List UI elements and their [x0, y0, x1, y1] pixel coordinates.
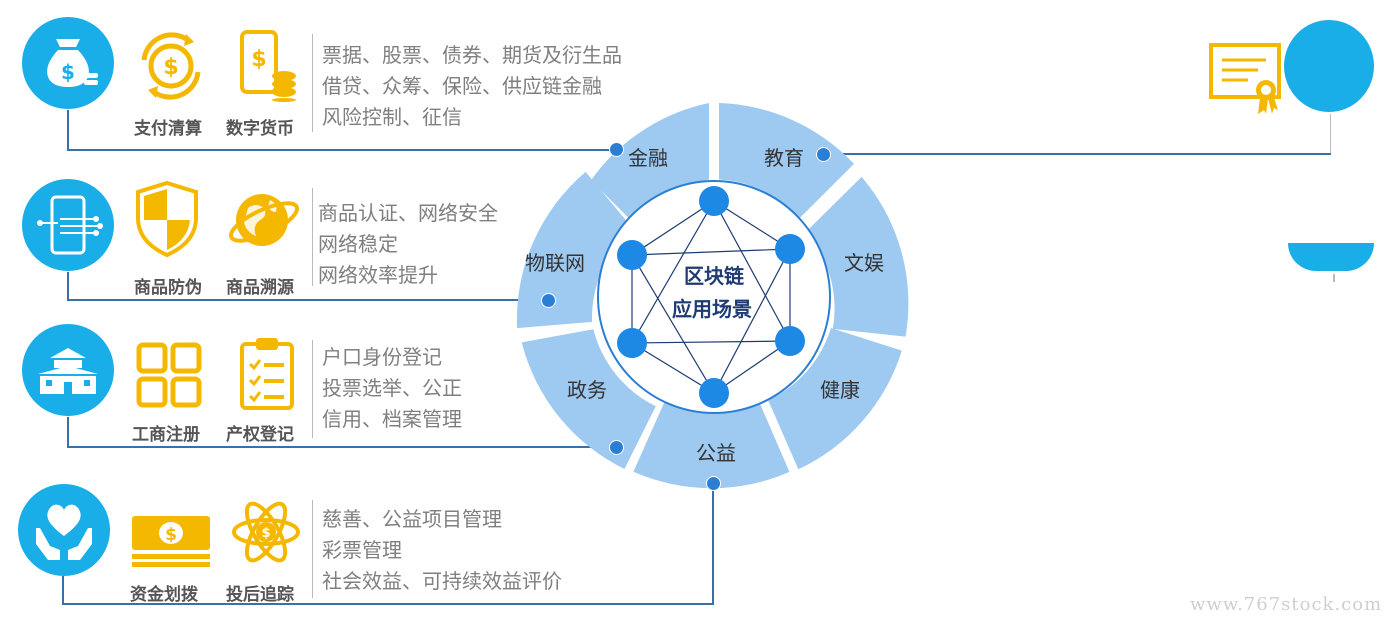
row3-description: 户口身份登记 投票选举、公正 信用、档案管理 — [322, 342, 462, 435]
government-connector-dot — [609, 440, 624, 455]
partial-blue-circle — [1288, 243, 1374, 271]
post-investment-tracking-atom-icon: $ — [232, 501, 300, 563]
segment-entertainment — [806, 176, 909, 337]
segment-label-iot: 物联网 — [525, 252, 585, 275]
row4-line2: 彩票管理 — [322, 538, 402, 562]
digital-currency-label: 数字货币 — [226, 119, 294, 139]
product-tracing-globe-icon — [228, 194, 300, 246]
row4-line1: 慈善、公益项目管理 — [322, 507, 502, 531]
watermark: www.767stock.com — [1190, 594, 1383, 615]
row3-line2: 投票选举、公正 — [322, 376, 462, 400]
education-connector-dot — [816, 147, 831, 162]
svg-text:$: $ — [261, 526, 270, 541]
payment-clearing-label: 支付清算 — [134, 119, 202, 139]
row3-connector-v — [67, 417, 69, 447]
row2-line2: 网络稳定 — [318, 232, 398, 256]
education-circle — [1284, 20, 1374, 112]
segment-health — [768, 328, 902, 470]
row3-line3: 信用、档案管理 — [322, 407, 462, 431]
government-building-icon — [22, 324, 114, 416]
segment-finance — [590, 103, 709, 227]
row1-connector-v — [67, 110, 69, 150]
network-node — [617, 240, 647, 270]
heart-hands-icon — [18, 484, 110, 576]
node-connections — [631, 200, 791, 394]
segment-label-finance: 金融 — [628, 147, 668, 170]
row1-line2: 借贷、众筹、保险、供应链金融 — [322, 74, 602, 98]
fund-transfer-cash-icon: $ — [132, 516, 210, 567]
segment-public-welfare — [633, 402, 790, 489]
digital-currency-icon: $ — [240, 30, 296, 102]
row2-divider — [312, 188, 313, 286]
certificate-icon — [1209, 43, 1281, 114]
row2-description: 商品认证、网络安全 网络稳定 网络效率提升 — [318, 198, 498, 291]
row2-line3: 网络效率提升 — [318, 263, 438, 287]
smartphone-network-icon — [22, 179, 114, 271]
row1-line1: 票据、股票、债券、期货及衍生品 — [322, 43, 622, 67]
row4-line3: 社会效益、可持续效益评价 — [322, 569, 562, 593]
row1-line3: 风险控制、征信 — [322, 105, 462, 129]
fund-transfer-label: 资金划拨 — [130, 585, 198, 605]
row2-connector-h — [67, 299, 549, 301]
blockchain-ring-diagram: 区块链 应用场景 金融 教育 文娱 健康 公益 政务 物联网 — [516, 103, 909, 489]
tick-mark — [1333, 274, 1335, 282]
network-node — [699, 186, 729, 216]
row1-divider — [312, 34, 313, 132]
svg-text:$: $ — [251, 47, 266, 72]
row2-connector-v — [67, 272, 69, 300]
row2-line1: 商品认证、网络安全 — [318, 201, 498, 225]
row4-description: 慈善、公益项目管理 彩票管理 社会效益、可持续效益评价 — [322, 504, 562, 597]
ring-segments — [516, 103, 909, 489]
row3-divider — [312, 340, 313, 438]
row1-description: 票据、股票、债券、期货及衍生品 借贷、众筹、保险、供应链金融 风险控制、征信 — [322, 40, 622, 133]
education-connector-h — [824, 153, 1331, 155]
segment-education — [719, 103, 854, 218]
network-node — [775, 326, 805, 356]
svg-text:$: $ — [61, 60, 75, 84]
iot-connector-dot — [541, 293, 556, 308]
payment-clearing-icon: $ — [141, 32, 201, 100]
row3-line1: 户口身份登记 — [322, 345, 442, 369]
education-connector-v — [1330, 114, 1331, 154]
row4-connector-v — [62, 576, 64, 604]
segment-label-education: 教育 — [764, 147, 804, 170]
property-registration-clipboard-icon — [240, 338, 294, 410]
row3-connector-h — [67, 446, 617, 448]
segment-label-public-welfare: 公益 — [696, 442, 736, 465]
segment-iot — [516, 171, 633, 329]
network-node — [775, 234, 805, 264]
post-investment-tracking-label: 投后追踪 — [226, 585, 294, 605]
property-registration-label: 产权登记 — [226, 425, 294, 445]
finance-connector-dot — [609, 142, 624, 157]
segment-label-entertainment: 文娱 — [844, 252, 884, 275]
money-bag-icon: $ — [22, 17, 114, 109]
product-tracing-label: 商品溯源 — [226, 278, 294, 298]
center-title-line1: 区块链 — [684, 264, 745, 288]
public-welfare-connector-v — [712, 484, 714, 605]
business-registration-grid-icon — [136, 342, 202, 408]
svg-text:$: $ — [163, 55, 178, 80]
center-title-line2: 应用场景 — [672, 297, 752, 321]
public-welfare-connector-dot — [706, 476, 721, 491]
network-node — [617, 328, 647, 358]
network-nodes — [617, 186, 805, 408]
anti-counterfeit-shield-icon — [136, 180, 198, 258]
network-node — [699, 378, 729, 408]
anti-counterfeit-label: 商品防伪 — [134, 278, 202, 298]
segment-label-government: 政务 — [567, 379, 607, 402]
row4-connector-h — [62, 603, 714, 605]
row1-connector-h — [67, 149, 617, 151]
row4-divider — [312, 500, 313, 598]
segment-label-health: 健康 — [820, 379, 860, 402]
business-registration-label: 工商注册 — [132, 425, 200, 445]
segment-government — [521, 329, 656, 470]
svg-text:$: $ — [165, 525, 177, 545]
